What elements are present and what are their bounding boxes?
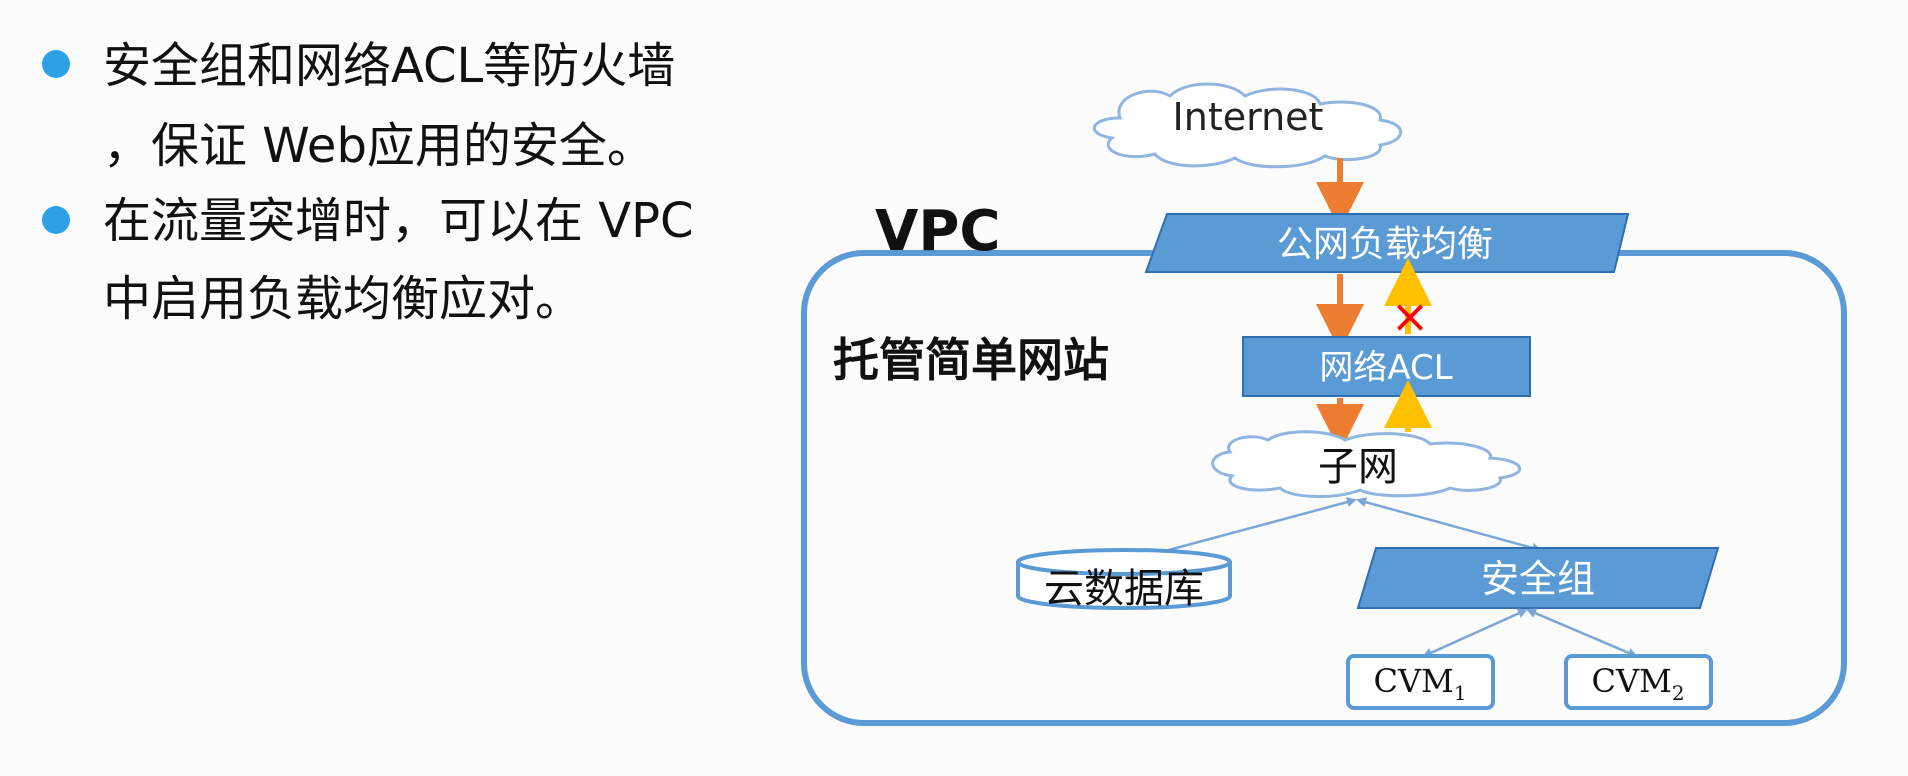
arrow-subnet-db [1148, 497, 1357, 558]
security-group-label: 安全组 [1481, 557, 1595, 601]
cvm-2-label: CVM2 [1591, 662, 1684, 705]
public-lb-label: 公网负载均衡 [1277, 224, 1493, 265]
bullet-list: 安全组和网络ACL等防火墙 ，保证 Web应用的安全。 在流量突增时，可以在 V… [0, 0, 800, 776]
website-label: 托管简单网站 [833, 333, 1109, 387]
cvm-1-subscript: 1 [1454, 681, 1467, 705]
bullet-dot-1 [42, 50, 70, 78]
network-acl: 网络ACL [1242, 336, 1531, 397]
arrow-sg-cvm1 [1422, 608, 1528, 658]
public-load-balancer: 公网负载均衡 [1144, 213, 1630, 273]
cloud-database: 云数据库 [1016, 548, 1232, 612]
bullet-1-line-2: ，保证 Web应用的安全。 [103, 118, 655, 174]
network-acl-label: 网络ACL [1319, 348, 1452, 388]
cvm-2-subscript: 2 [1672, 681, 1685, 705]
blocked-x-mark: × [1391, 289, 1430, 343]
cloud-db-label: 云数据库 [1044, 566, 1204, 612]
cvm-1: CVM1 [1346, 654, 1495, 710]
internet-cloud: Internet [1092, 82, 1403, 169]
bullet-2-line-1: 在流量突增时，可以在 VPC [103, 193, 694, 249]
internet-label: Internet [1173, 95, 1324, 139]
bullet-2-line-2: 中启用负载均衡应对。 [103, 271, 584, 327]
bullet-1-line-1: 安全组和网络ACL等防火墙 [103, 38, 676, 94]
cvm-1-label: CVM1 [1373, 662, 1466, 705]
vpc-label: VPC [875, 199, 1000, 264]
subnet-cloud: 子网 [1211, 430, 1522, 498]
arrow-subnet-security-group [1356, 497, 1542, 553]
cvm-2-base: CVM [1591, 662, 1671, 700]
subnet-label: 子网 [1318, 444, 1398, 490]
bullet-dot-2 [42, 206, 70, 234]
cvm-1-base: CVM [1373, 662, 1453, 700]
security-group: 安全组 [1356, 547, 1720, 609]
arrow-sg-cvm2 [1526, 608, 1638, 658]
cvm-2: CVM2 [1564, 654, 1713, 710]
